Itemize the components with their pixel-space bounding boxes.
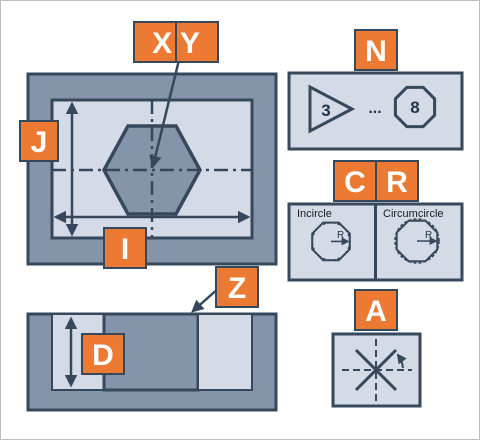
incircle-icon [311, 221, 351, 262]
tag-n-label: N [365, 35, 387, 68]
tag-j-label: J [31, 126, 48, 159]
tag-d: D [81, 333, 125, 375]
triangle-icon [308, 84, 356, 134]
tag-xy: X Y [133, 21, 219, 63]
rotation-panel [331, 332, 422, 408]
tag-xy-label: X Y [152, 27, 200, 60]
tag-c: C [333, 160, 377, 202]
tag-n: N [354, 29, 398, 71]
tag-c-label: C [344, 166, 366, 199]
tag-r: R [375, 160, 419, 202]
triangle-sides-label: 3 [321, 101, 330, 120]
incircle-label: Incircle [297, 208, 332, 220]
xy-pointer-arrow [149, 59, 181, 169]
tag-d-label: D [92, 339, 114, 372]
tag-a: A [354, 289, 398, 331]
range-ellipsis: ... [368, 100, 381, 117]
circumcircle-icon [394, 218, 440, 264]
rotation-angle-icon [342, 339, 412, 401]
tag-i-label: I [121, 233, 129, 266]
circle-radius-panel: Incircle Circumcircle R R [287, 202, 464, 282]
tag-z: Z [215, 266, 259, 308]
tag-a-label: A [365, 295, 387, 328]
incircle-radius-label: R [337, 230, 344, 241]
circumcircle-label: Circumcircle [383, 208, 444, 220]
octagon-sides-label: 8 [410, 98, 419, 117]
tag-z-label: Z [228, 272, 246, 305]
position-size-panel [26, 59, 278, 266]
tag-r-label: R [386, 166, 408, 199]
circumcircle-radius-label: R [425, 230, 432, 241]
depth-panel [26, 286, 278, 412]
polygon-sides-panel: 3 ... 8 [287, 71, 464, 151]
tag-i: I [103, 227, 147, 269]
tag-j: J [19, 120, 59, 162]
octagon-icon [393, 85, 437, 129]
depth-right-face [197, 313, 253, 391]
